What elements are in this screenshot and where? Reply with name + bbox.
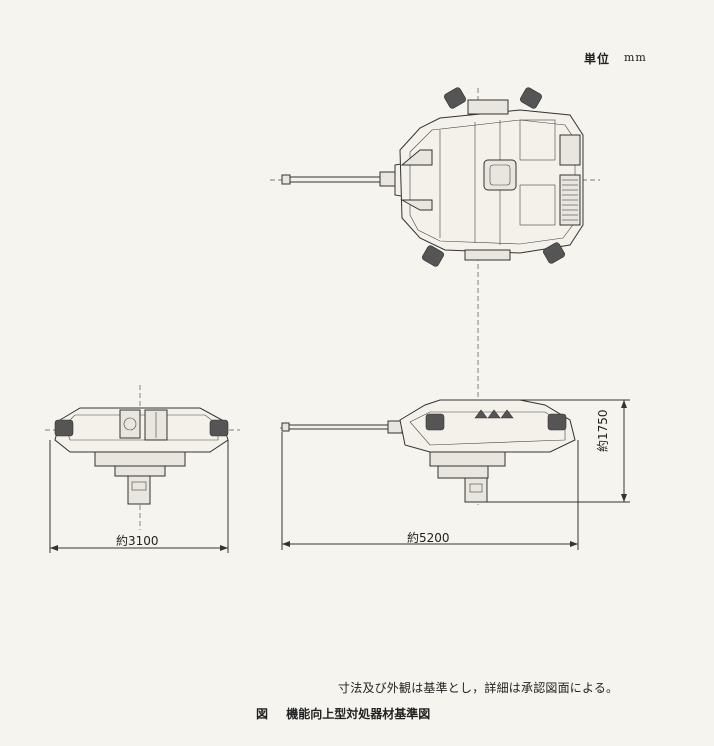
length-dimension-label: 約5200 bbox=[407, 531, 450, 545]
height-dimension-label: 約1750 bbox=[596, 409, 610, 452]
figure-prefix: 図 bbox=[256, 707, 269, 721]
drawing-note: 寸法及び外観は基準とし，詳細は承認図面による。 bbox=[338, 681, 619, 695]
top-view bbox=[270, 87, 600, 505]
width-dimension-label: 約3100 bbox=[116, 534, 159, 548]
front-view bbox=[45, 385, 240, 530]
side-view bbox=[280, 399, 576, 503]
unit-value: mm bbox=[624, 51, 647, 64]
dimension-height bbox=[487, 399, 630, 503]
unit-label: 単位 bbox=[584, 52, 611, 66]
figure-caption: 図 機能向上型対処器材基準図 bbox=[256, 705, 430, 722]
dimension-width bbox=[49, 440, 229, 553]
figure-title: 機能向上型対処器材基準図 bbox=[286, 707, 431, 721]
dimension-length bbox=[281, 432, 579, 550]
